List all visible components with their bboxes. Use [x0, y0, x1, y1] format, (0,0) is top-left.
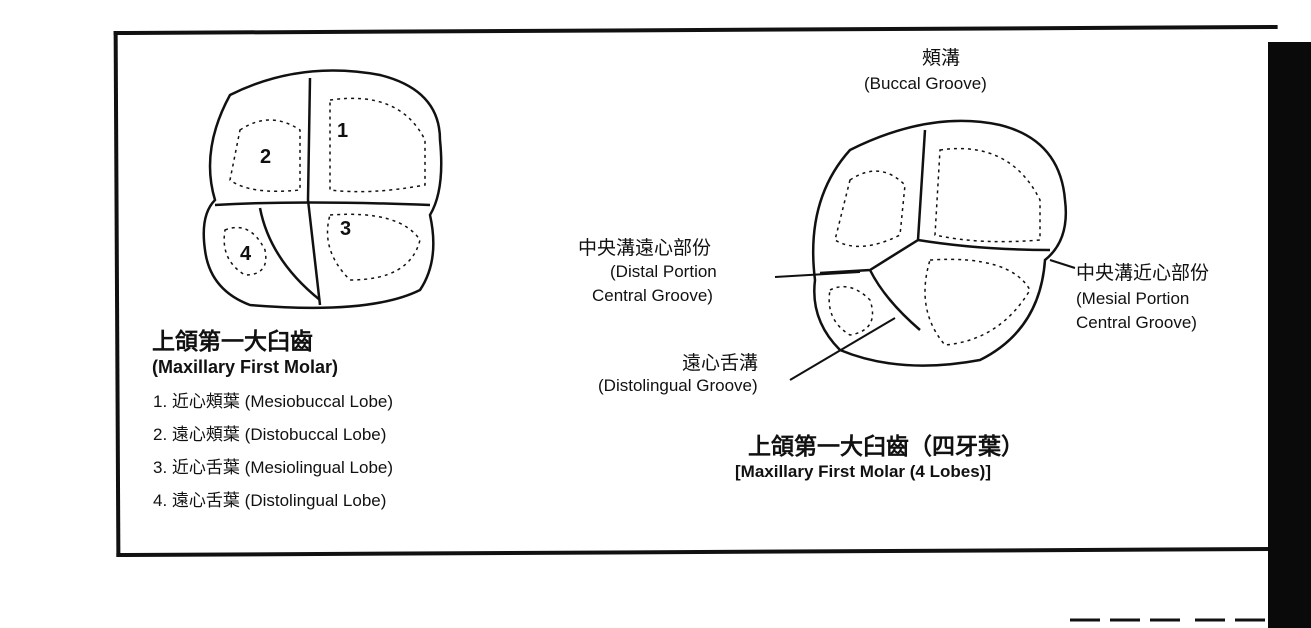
- distolingual-groove-zh: 遠心舌溝: [682, 352, 759, 374]
- lobe-item: 1. 近心頰葉 (Mesiobuccal Lobe): [153, 387, 393, 412]
- lobe-item: 4. 遠心舌葉 (Distolingual Lobe): [153, 486, 386, 511]
- mesial-central-zh: 中央溝近心部份: [1076, 262, 1210, 284]
- buccal-groove-en: (Buccal Groove): [864, 74, 987, 93]
- distolingual-groove-en: (Distolingual Groove): [598, 376, 758, 395]
- lobe-number-1: 1: [337, 120, 349, 142]
- lobe-number-2: 2: [260, 146, 272, 168]
- lobe-num: 4.: [153, 491, 168, 510]
- mesial-central-en1: (Mesial Portion: [1076, 289, 1190, 308]
- right-molar-drawing: [774, 119, 1076, 381]
- lobe-item: 2. 遠心頰葉 (Distobuccal Lobe): [153, 420, 386, 445]
- lobe-num: 3.: [153, 458, 168, 477]
- lobe-num: 1.: [153, 392, 168, 411]
- lobe-num: 2.: [153, 425, 168, 444]
- left-title-zh: 上頜第一大臼齒: [152, 329, 313, 355]
- buccal-groove-zh: 頰溝: [922, 47, 961, 69]
- left-title-en: (Maxillary First Molar): [152, 357, 339, 377]
- distal-central-zh: 中央溝遠心部份: [578, 237, 712, 259]
- right-title-zh: 上頜第一大臼齒（四牙葉）: [748, 434, 1024, 460]
- lobe-zh: 近心舌葉: [171, 458, 240, 478]
- lobe-number-4: 4: [240, 243, 252, 265]
- lobe-zh: 遠心頰葉: [171, 425, 240, 445]
- lobe-en: (Distolingual Lobe): [244, 491, 387, 510]
- lobe-en: (Mesiolingual Lobe): [244, 458, 394, 477]
- distal-central-en2: Central Groove): [592, 286, 713, 305]
- lobe-zh: 遠心舌葉: [171, 491, 240, 511]
- lobe-number-3: 3: [340, 218, 352, 240]
- lobe-en: (Distobuccal Lobe): [244, 425, 387, 444]
- scan-edge: [1268, 42, 1311, 628]
- lobe-zh: 近心頰葉: [171, 392, 240, 412]
- mesial-central-en2: Central Groove): [1076, 313, 1197, 332]
- left-molar-drawing: [202, 69, 443, 310]
- lobe-en: (Mesiobuccal Lobe): [244, 392, 394, 411]
- right-title-en: [Maxillary First Molar (4 Lobes)]: [735, 462, 991, 481]
- distal-central-en1: (Distal Portion: [610, 262, 717, 281]
- lobe-item: 3. 近心舌葉 (Mesiolingual Lobe): [153, 453, 393, 478]
